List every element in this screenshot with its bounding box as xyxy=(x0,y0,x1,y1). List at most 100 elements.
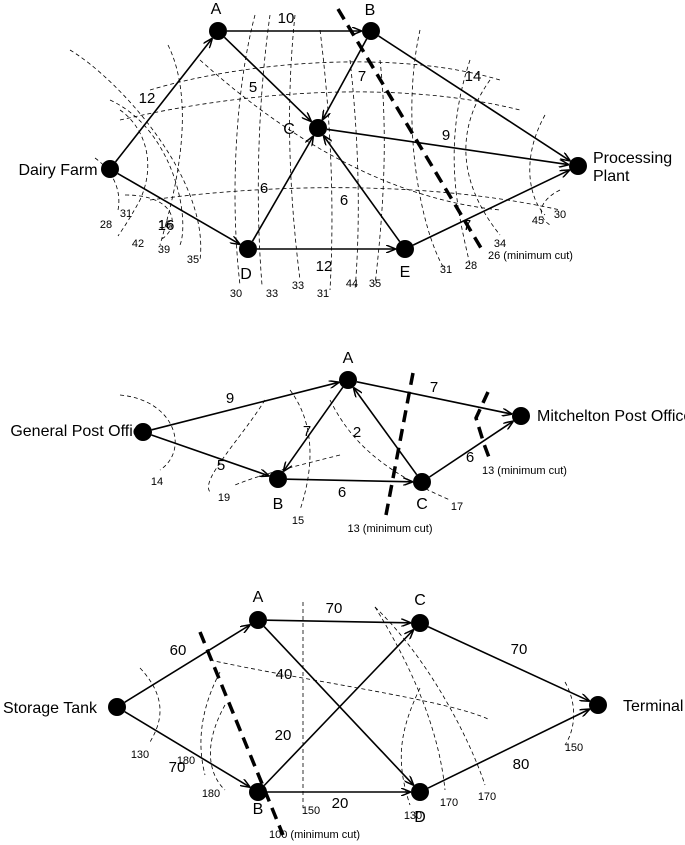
post-edge-weight-S-B: 5 xyxy=(217,457,225,474)
tank-node-D xyxy=(411,783,429,801)
post-cut-line-0 xyxy=(119,394,176,471)
post-minimum-cut-line-0 xyxy=(384,372,415,516)
tank-edge-B-C xyxy=(263,630,413,787)
tank-node-label-B: B xyxy=(253,801,264,818)
dairy-cut-line-17 xyxy=(149,61,501,91)
tank-cut-value-1: 180 xyxy=(177,755,195,767)
tank-cut-value-3: 150 xyxy=(302,805,320,817)
post-edge-A-T xyxy=(356,381,511,414)
dairy-cut-value-6: 30 xyxy=(230,288,242,300)
tank-edge-weight-S-A: 60 xyxy=(170,642,187,659)
tank-cut-line-7 xyxy=(209,659,491,721)
dairy-edge-weight-S-D: 16 xyxy=(158,217,175,234)
post-minimum-cut-label-1: 13 (minimum cut) xyxy=(482,465,567,477)
dairy-cut-line-3 xyxy=(159,44,183,246)
dairy-edge-S-A xyxy=(114,39,212,163)
dairy-edge-weight-E-C: 6 xyxy=(340,192,348,209)
tank-cut-value-4: 130 xyxy=(404,810,422,822)
dairy-cut-line-5 xyxy=(69,49,202,261)
post-node-B xyxy=(269,470,287,488)
tank-node-label-C: C xyxy=(414,592,426,609)
dairy-cut-value-15: 45 xyxy=(532,215,544,227)
dairy-node-label-A: A xyxy=(211,1,222,18)
post-node-A xyxy=(339,371,357,389)
post-edge-weight-C-A: 2 xyxy=(353,424,361,441)
dairy-cut-line-19 xyxy=(149,187,561,211)
dairy-cut-line-12 xyxy=(411,29,446,271)
tank-edge-weight-D-T: 80 xyxy=(513,756,530,773)
dairy-node-T xyxy=(569,157,587,175)
dairy-cut-value-13: 28 xyxy=(465,260,477,272)
dairy-cut-value-4: 39 xyxy=(158,244,170,256)
dairy-cut-value-16: 30 xyxy=(554,209,566,221)
dairy-cut-line-20 xyxy=(199,59,501,211)
dairy-node-E xyxy=(396,240,414,258)
dairy-node-A xyxy=(209,22,227,40)
post-edge-S-A xyxy=(151,382,339,431)
dairy-cut-line-7 xyxy=(257,14,271,286)
tank-edge-weight-A-D: 40 xyxy=(276,666,293,683)
dairy-cut-value-1: 31 xyxy=(120,208,132,220)
dairy-edge-weight-E-T: 7 xyxy=(463,217,471,234)
post-edge-C-T xyxy=(429,422,512,478)
post-cut-line-4 xyxy=(234,454,341,486)
tank-node-C xyxy=(411,614,429,632)
dairy-node-label-C: C xyxy=(283,121,295,138)
dairy-edge-B-C xyxy=(323,38,368,119)
dairy-cut-value-8: 33 xyxy=(292,280,304,292)
tank-edge-C-T xyxy=(427,626,589,701)
dairy-cut-value-12: 31 xyxy=(440,264,452,276)
dairy-cut-value-5: 35 xyxy=(187,254,199,266)
tank-edge-A-D xyxy=(263,626,413,785)
dairy-edge-E-C xyxy=(324,136,401,243)
post-node-label-C: C xyxy=(416,496,428,513)
post-node-S xyxy=(134,423,152,441)
dairy-edge-weight-B-C: 7 xyxy=(358,68,366,85)
dairy-edge-weight-A-B: 10 xyxy=(278,10,295,27)
post-cut-value-0: 14 xyxy=(151,476,163,488)
dairy-cut-value-14: 34 xyxy=(494,238,506,250)
dairy-edge-weight-B-T: 14 xyxy=(465,68,482,85)
tank-edge-weight-B-C: 20 xyxy=(275,727,292,744)
tank-node-S xyxy=(108,698,126,716)
tank-node-B xyxy=(249,783,267,801)
cut-lines-layer xyxy=(69,8,575,836)
post-node-T xyxy=(512,407,530,425)
dairy-node-label-B: B xyxy=(365,2,376,19)
dairy-cut-line-6 xyxy=(234,14,256,286)
dairy-node-label-E: E xyxy=(400,264,411,281)
dairy-cut-line-18 xyxy=(119,91,521,121)
tank-edge-S-B xyxy=(124,710,250,787)
post-edge-weight-B-C: 6 xyxy=(338,484,346,501)
post-cut-line-2 xyxy=(289,389,311,511)
post-node-label-S: General Post Office xyxy=(10,423,149,440)
dairy-cut-line-8 xyxy=(289,14,301,281)
dairy-edge-A-C xyxy=(223,36,310,121)
dairy-cut-value-3: 16 xyxy=(159,219,171,231)
dairy-edge-weight-A-C: 5 xyxy=(249,79,257,96)
tank-cut-line-1 xyxy=(200,671,221,776)
dairy-cut-value-10: 44 xyxy=(346,278,358,290)
dairy-cut-line-11 xyxy=(374,59,385,286)
tank-edge-A-C xyxy=(266,620,410,623)
tank-node-T xyxy=(589,696,607,714)
post-edge-weight-A-T: 7 xyxy=(430,379,438,396)
tank-node-A xyxy=(249,611,267,629)
dairy-node-C xyxy=(309,119,327,137)
post-edge-weight-A-B: 7 xyxy=(303,423,311,440)
dairy-cut-value-11: 35 xyxy=(369,278,381,290)
dairy-cut-line-14 xyxy=(465,79,501,236)
dairy-cut-line-1 xyxy=(94,157,120,211)
tank-minimum-cut-label: 100 (minimum cut) xyxy=(269,829,360,841)
tank-edge-S-A xyxy=(124,625,250,703)
post-edge-S-B xyxy=(151,434,268,476)
tank-node-label-D: D xyxy=(414,809,426,826)
dairy-cut-value-2: 42 xyxy=(132,238,144,250)
dairy-cut-line-9 xyxy=(319,29,333,291)
tank-cut-line-5 xyxy=(374,606,446,791)
tank-cut-value-7: 150 xyxy=(565,742,583,754)
post-node-C xyxy=(413,473,431,491)
dairy-cut-line-4 xyxy=(109,99,184,246)
